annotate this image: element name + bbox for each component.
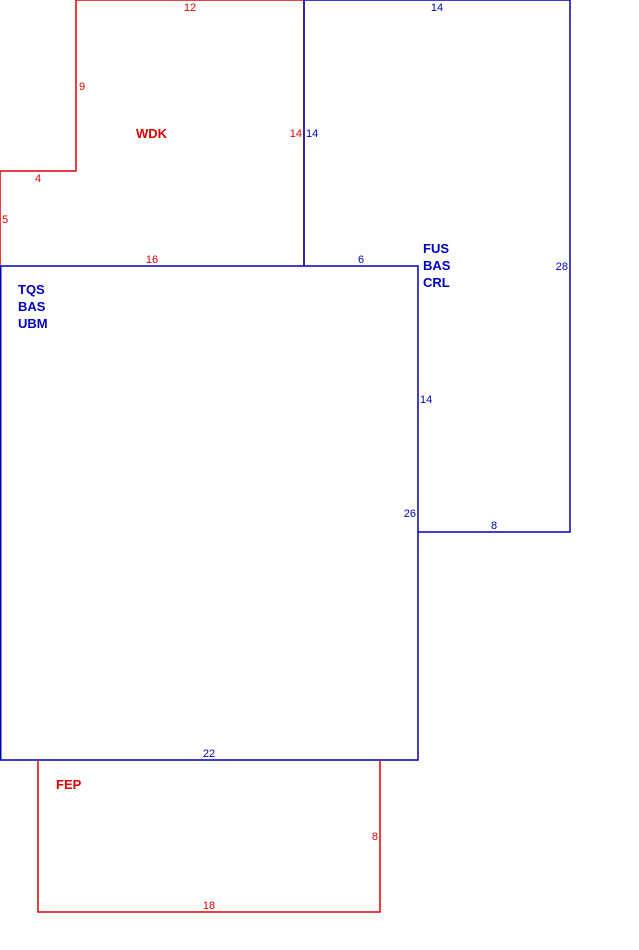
area-tqs-code-1: TQS [18, 282, 45, 297]
area-wdk: WDK 12 9 4 5 16 14 [0, 0, 305, 266]
area-fus: FUS BAS CRL 14 14 28 6 14 8 [303, 0, 571, 533]
area-wdk-code: WDK [136, 126, 168, 141]
area-tqs-code-3: UBM [18, 316, 48, 331]
area-fus-dim-bottom: 8 [491, 520, 497, 532]
area-fus-outline [303, 0, 571, 533]
area-fus-dim-step-side: 14 [420, 394, 432, 406]
area-fus-dim-top: 14 [431, 2, 443, 14]
area-wdk-dim-upper-left: 9 [79, 81, 85, 93]
area-tqs-outline [0, 265, 419, 761]
area-fep: FEP 8 18 [37, 761, 381, 913]
area-wdk-dim-top: 12 [184, 2, 196, 14]
area-wdk-dim-lower-left: 5 [2, 214, 8, 226]
area-fep-dim-bottom: 18 [203, 900, 215, 912]
area-fus-code-2: BAS [423, 258, 451, 273]
area-fus-code-1: FUS [423, 241, 449, 256]
area-fep-dim-right: 8 [372, 831, 378, 843]
area-tqs-code-2: BAS [18, 299, 46, 314]
area-fep-code: FEP [56, 777, 82, 792]
area-wdk-dim-right: 14 [290, 128, 302, 140]
area-fus-dim-step-top: 6 [358, 254, 364, 266]
area-tqs-dim-right: 26 [404, 508, 416, 520]
area-fus-dim-left: 14 [306, 128, 318, 140]
area-tqs: TQS BAS UBM 26 22 [0, 265, 419, 761]
area-tqs-dim-bottom: 22 [203, 748, 215, 760]
area-fep-outline [37, 761, 381, 913]
area-fus-dim-right: 28 [556, 261, 568, 273]
area-wdk-dim-bottom: 16 [146, 254, 158, 266]
area-wdk-dim-step: 4 [35, 173, 41, 185]
area-fus-code-3: CRL [423, 275, 450, 290]
